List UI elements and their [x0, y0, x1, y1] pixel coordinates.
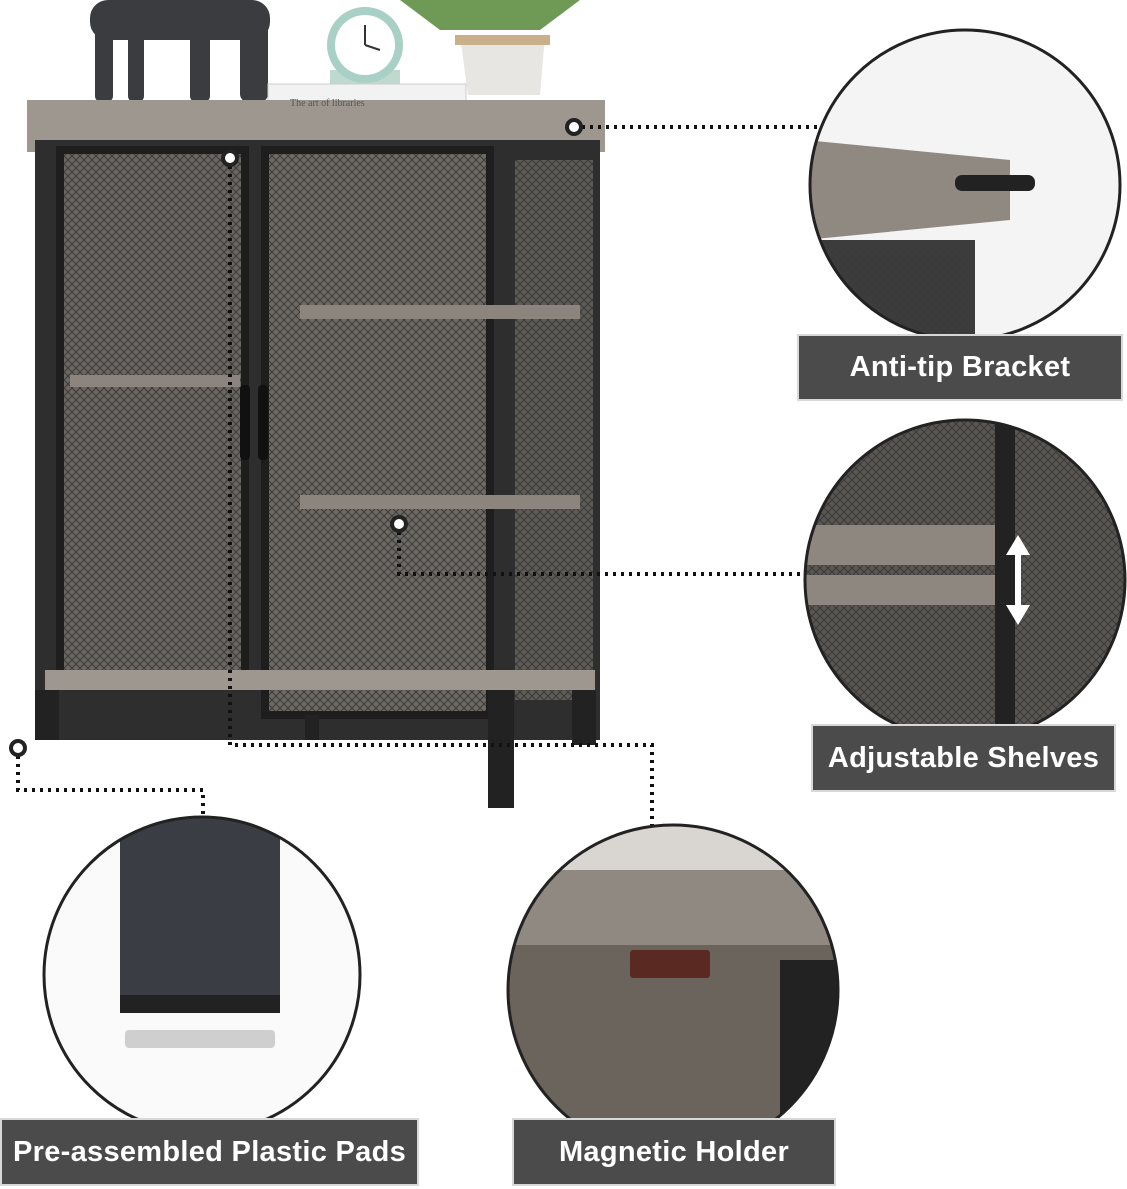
shelf — [70, 375, 240, 387]
magnetic-holder-label: Magnetic Holder — [512, 1118, 836, 1186]
door-handle — [240, 385, 250, 460]
clock — [327, 7, 403, 90]
shelf — [300, 495, 580, 509]
shelf — [300, 305, 580, 319]
book-title: The art of libraries — [290, 98, 365, 109]
leg — [305, 715, 319, 740]
leg — [572, 690, 596, 745]
door-handle — [258, 385, 268, 460]
callout-markers — [9, 118, 583, 757]
leg — [35, 690, 59, 740]
anti-tip-detail — [808, 28, 1122, 342]
adjustable-shelves-detail — [803, 418, 1127, 742]
adjustable-shelves-label: Adjustable Shelves — [811, 724, 1116, 792]
leg — [488, 690, 514, 808]
anti-tip-bracket-label: Anti-tip Bracket — [797, 334, 1123, 401]
plastic-pads-detail — [42, 815, 362, 1135]
plant-pot — [400, 0, 580, 95]
callout-lines — [16, 125, 820, 830]
deer-figurine — [90, 0, 270, 102]
plastic-pads-label: Pre-assembled Plastic Pads — [0, 1118, 419, 1186]
bottom-board — [45, 670, 595, 690]
magnetic-holder-detail — [506, 823, 840, 1157]
